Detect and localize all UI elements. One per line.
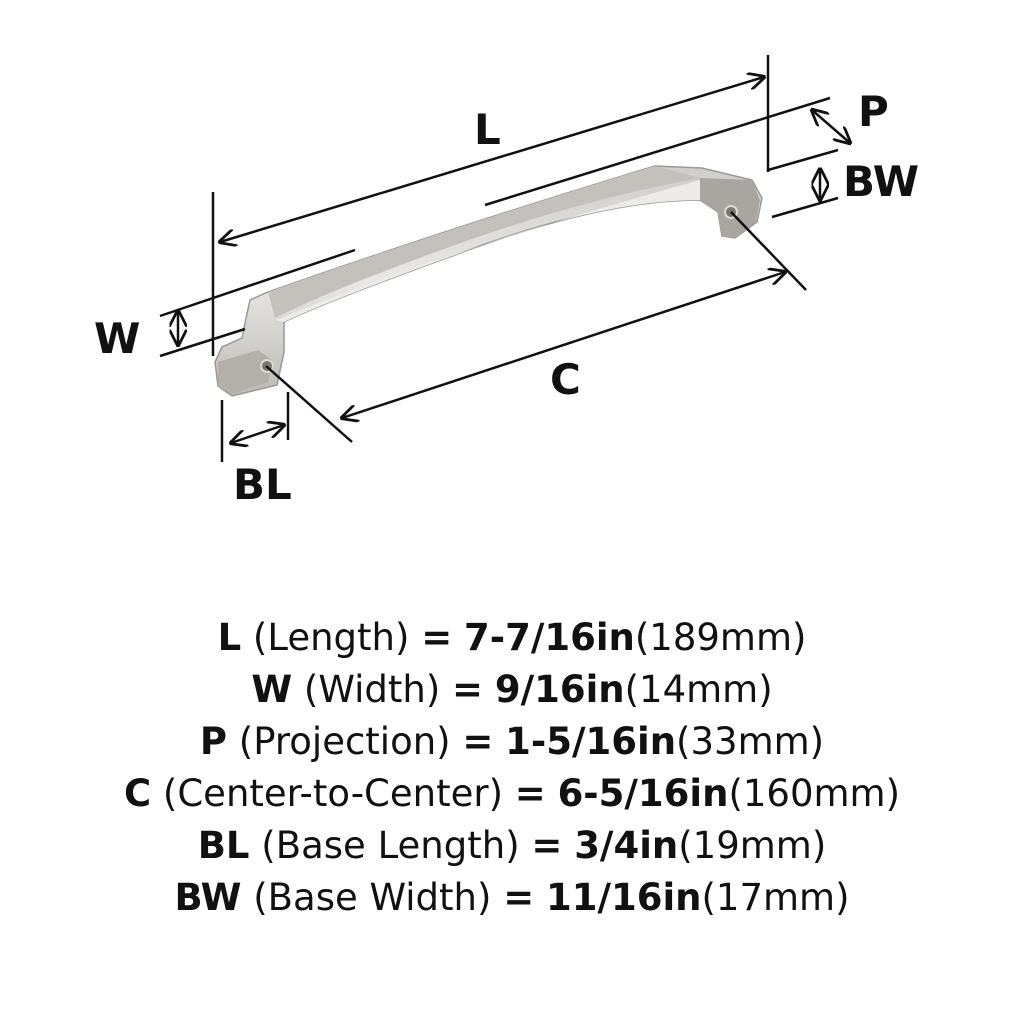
- label-L: L: [474, 105, 501, 154]
- spec-code: BL: [197, 824, 250, 867]
- spec-mm-value: (17mm): [701, 876, 850, 919]
- spec-mm-value: (19mm): [678, 824, 827, 867]
- spec-line-p: P (Projection) = 1-5/16in(33mm): [0, 716, 1024, 768]
- label-P: P: [858, 87, 889, 136]
- spec-inch-value: 6-5/16in: [557, 772, 729, 815]
- label-BW: BW: [843, 157, 919, 206]
- spec-mm-value: (14mm): [624, 668, 773, 711]
- spec-inch-value: 3/4in: [574, 824, 679, 867]
- spec-inch-value: 1-5/16in: [505, 720, 677, 763]
- cabinet-pull-handle: [214, 165, 763, 397]
- spec-equals: =: [514, 772, 546, 815]
- spec-inch-value: 7-7/16in: [463, 616, 635, 659]
- dimension-lines: [159, 55, 850, 462]
- spec-name: (Width): [303, 668, 441, 711]
- screw-line: [730, 211, 807, 291]
- specification-list: L (Length) = 7-7/16in(189mm)W (Width) = …: [0, 612, 1024, 924]
- spec-code: BW: [174, 876, 242, 919]
- spec-name: (Base Width): [253, 876, 492, 919]
- spec-code: W: [251, 668, 293, 711]
- spec-line-l: L (Length) = 7-7/16in(189mm): [0, 612, 1024, 664]
- spec-line-bl: BL (Base Length) = 3/4in(19mm): [0, 820, 1024, 872]
- spec-equals: =: [452, 668, 484, 711]
- base-length-arrow: [231, 425, 284, 443]
- screw-line: [265, 365, 353, 443]
- spec-mm-value: (160mm): [728, 772, 901, 815]
- spec-equals: =: [531, 824, 563, 867]
- spec-equals: =: [503, 876, 535, 919]
- spec-inch-value: 11/16in: [545, 876, 702, 919]
- spec-line-c: C (Center-to-Center) = 6-5/16in(160mm): [0, 768, 1024, 820]
- spec-line-bw: BW (Base Width) = 11/16in(17mm): [0, 872, 1024, 924]
- spec-equals: =: [462, 720, 494, 763]
- spec-code: C: [123, 772, 152, 815]
- spec-inch-value: 9/16in: [494, 668, 625, 711]
- dimension-diagram: L P BW W C BL: [94, 55, 919, 509]
- projection-arrow: [812, 110, 850, 143]
- spec-equals: =: [421, 616, 453, 659]
- spec-code: P: [199, 720, 228, 763]
- center-arrow: [342, 272, 785, 418]
- spec-line-w: W (Width) = 9/16in(14mm): [0, 664, 1024, 716]
- length-arrow: [220, 77, 764, 242]
- spec-name: (Projection): [238, 720, 451, 763]
- spec-code: L: [217, 616, 242, 659]
- label-BL: BL: [233, 460, 292, 509]
- spec-name: (Center-to-Center): [162, 772, 504, 815]
- spec-name: (Length): [252, 616, 410, 659]
- spec-name: (Base Length): [261, 824, 520, 867]
- label-C: C: [550, 355, 581, 404]
- label-W: W: [94, 314, 140, 363]
- spec-mm-value: (33mm): [676, 720, 825, 763]
- spec-mm-value: (189mm): [634, 616, 807, 659]
